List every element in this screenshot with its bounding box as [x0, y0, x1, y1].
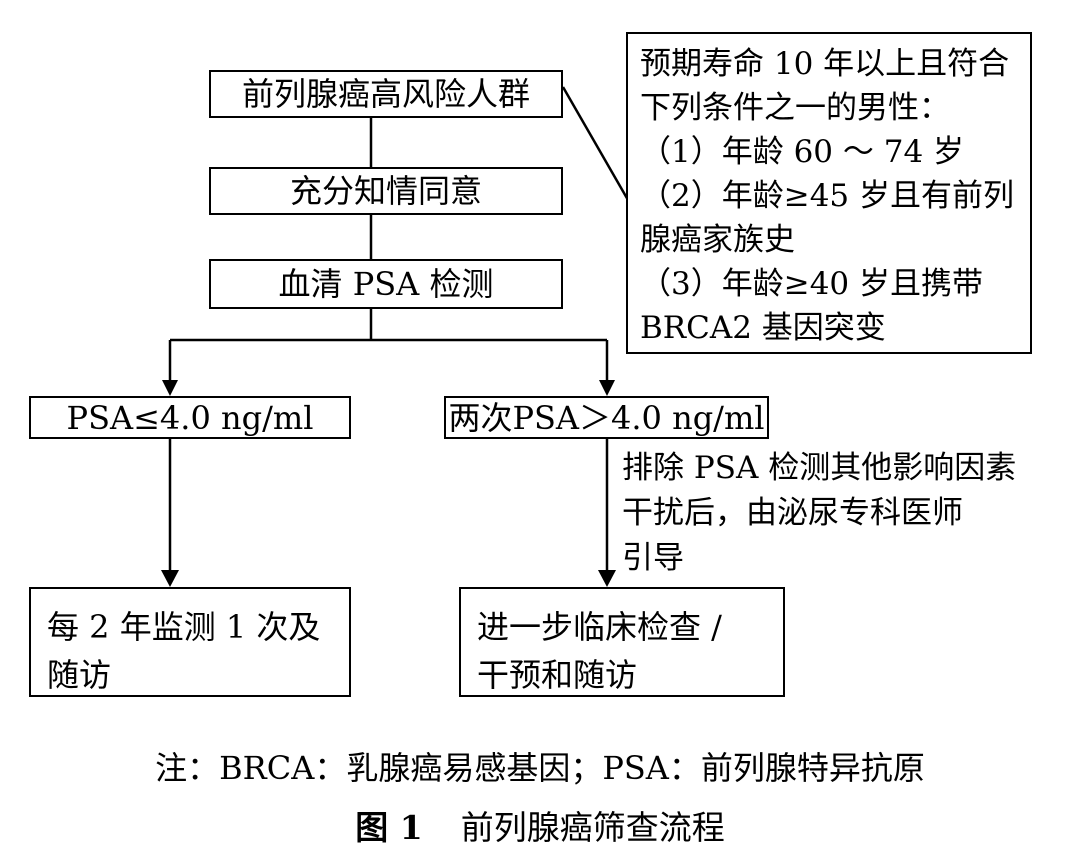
outcome-further-exam-line: 进一步临床检查 / — [477, 608, 722, 646]
arrowhead-high-outcome — [598, 570, 616, 587]
criteria-line: 预期寿命 10 年以上且符合 — [640, 46, 1010, 82]
box-serum-psa-test-label: 血清 PSA 检测 — [278, 265, 494, 303]
outcome-further-exam-line: 干预和随访 — [477, 656, 638, 694]
box-informed-consent: 充分知情同意 — [209, 167, 563, 215]
box-psa-high: 两次PSA＞4.0 ng/ml — [444, 396, 769, 439]
criteria-line: （1）年龄 60 ～ 74 岁 — [640, 134, 965, 170]
figure-caption: 图 1 前列腺癌筛查流程 — [0, 801, 1080, 849]
box-psa-high-label: 两次PSA＞4.0 ng/ml — [448, 398, 765, 437]
criteria-line: 腺癌家族史 — [640, 222, 795, 258]
connector-criteria-callout — [561, 86, 630, 201]
arrowhead-split-right — [599, 380, 615, 396]
criteria-line: （3）年龄≥40 岁且携带 — [640, 266, 983, 302]
figure-footnote: 注：BRCA：乳腺癌易感基因；PSA：前列腺特异抗原 — [155, 749, 925, 787]
figure-caption-title: 前列腺癌筛查流程 — [460, 808, 725, 847]
figure-caption-number: 图 1 — [355, 808, 423, 847]
box-serum-psa-test: 血清 PSA 检测 — [209, 259, 563, 309]
box-high-risk-population: 前列腺癌高风险人群 — [209, 70, 563, 118]
box-outcome-further-exam: 进一步临床检查 / 干预和随访 — [459, 587, 785, 697]
arrowhead-split-left — [162, 380, 178, 396]
criteria-line: （2）年龄≥45 岁且有前列 — [640, 178, 1014, 214]
box-informed-consent-label: 充分知情同意 — [289, 172, 482, 210]
psa-high-annotation: 排除 PSA 检测其他影响因素 干扰后，由泌尿专科医师 引导 — [622, 446, 1016, 581]
annotation-line: 引导 — [622, 540, 684, 576]
box-eligibility-criteria: 预期寿命 10 年以上且符合 下列条件之一的男性： （1）年龄 60 ～ 74 … — [626, 32, 1032, 354]
arrowhead-low-outcome — [161, 570, 179, 587]
box-high-risk-population-label: 前列腺癌高风险人群 — [241, 75, 530, 113]
box-outcome-monitoring: 每 2 年监测 1 次及 随访 — [29, 587, 351, 697]
outcome-monitoring-line: 随访 — [47, 656, 112, 694]
box-psa-low: PSA≤4.0 ng/ml — [29, 396, 351, 439]
criteria-line: BRCA2 基因突变 — [640, 310, 886, 346]
criteria-line: 下列条件之一的男性： — [640, 90, 950, 126]
box-psa-low-label: PSA≤4.0 ng/ml — [66, 398, 314, 437]
annotation-line: 排除 PSA 检测其他影响因素 — [622, 450, 1017, 486]
annotation-line: 干扰后，由泌尿专科医师 — [622, 495, 963, 531]
outcome-monitoring-line: 每 2 年监测 1 次及 — [47, 608, 321, 646]
